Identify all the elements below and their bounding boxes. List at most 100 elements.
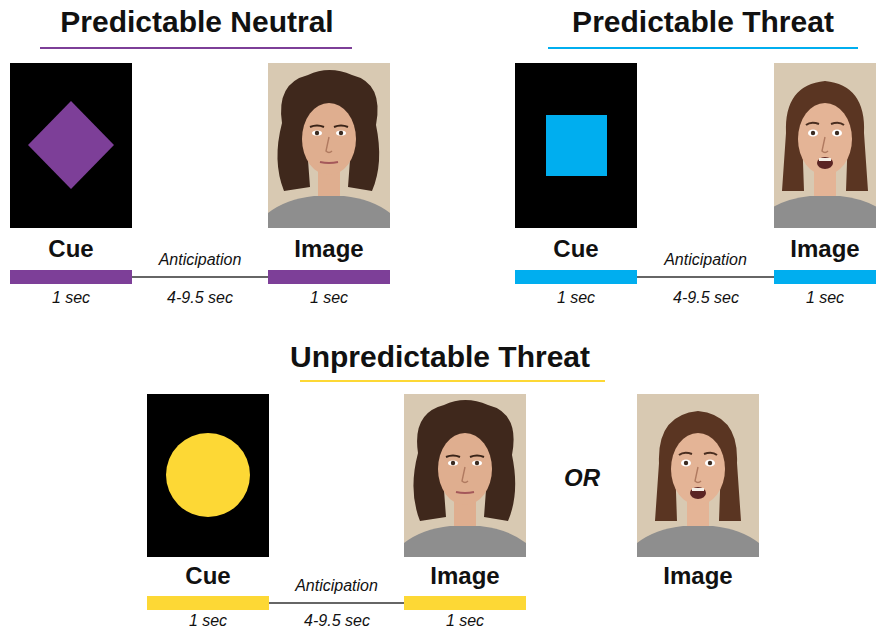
cue-diamond xyxy=(28,101,114,189)
brows xyxy=(310,126,348,128)
label-holder: 4-9.5 sec xyxy=(673,288,739,308)
panel-label: Image xyxy=(404,561,526,591)
brows xyxy=(446,456,484,458)
eye xyxy=(336,130,346,135)
face-photo xyxy=(774,63,876,228)
anticipation-line xyxy=(269,602,404,604)
duration-label: 4-9.5 sec xyxy=(304,611,370,631)
hair xyxy=(782,81,868,191)
cue-shape xyxy=(10,63,132,228)
cue-panel xyxy=(147,394,269,557)
face-photo xyxy=(637,394,759,557)
section-title: Unpredictable Threat xyxy=(290,339,590,375)
panel-label: Cue xyxy=(10,234,132,264)
photo-background xyxy=(637,394,759,557)
time-bar xyxy=(147,596,269,610)
label-holder: OR xyxy=(564,463,600,493)
mouth xyxy=(817,157,833,169)
panel-label: Image xyxy=(268,234,390,264)
hair xyxy=(413,400,515,521)
duration-label: 4-9.5 sec xyxy=(673,288,739,308)
face xyxy=(302,103,356,175)
panel-label: Cue xyxy=(515,234,637,264)
image-panel: Image xyxy=(637,394,759,591)
duration-label: 4-9.5 sec xyxy=(167,288,233,308)
nose xyxy=(695,467,701,483)
time-bar xyxy=(774,270,876,284)
title-underline xyxy=(40,47,352,49)
time-bar xyxy=(268,270,390,284)
label-holder: Anticipation xyxy=(157,250,244,270)
mouth xyxy=(456,492,474,493)
shirt xyxy=(774,196,876,228)
time-bar xyxy=(515,270,637,284)
iris xyxy=(339,131,343,135)
edge-label: Anticipation xyxy=(157,250,244,270)
eye xyxy=(705,459,715,466)
eye xyxy=(312,130,322,135)
teeth xyxy=(819,158,831,161)
face xyxy=(798,103,852,175)
iris xyxy=(315,131,319,135)
duration-label: 1 sec xyxy=(774,288,876,308)
title-underline xyxy=(300,380,605,382)
iris xyxy=(451,461,455,465)
face xyxy=(671,433,725,505)
panel-label: Image xyxy=(637,561,759,591)
cue-panel xyxy=(10,63,132,228)
edge-label: Anticipation xyxy=(293,576,380,596)
iris xyxy=(708,461,712,465)
label-holder: Predictable Neutral xyxy=(60,4,333,40)
shirt xyxy=(637,526,759,557)
title-underline xyxy=(548,47,858,49)
brows xyxy=(679,453,717,455)
hair xyxy=(655,411,741,521)
cue-panel: Cue 1 sec xyxy=(10,63,132,308)
photo-background xyxy=(774,63,876,228)
panel-label: Cue xyxy=(147,561,269,591)
face xyxy=(438,433,492,505)
shirt xyxy=(404,526,526,557)
eye xyxy=(832,129,842,136)
eye xyxy=(681,459,691,466)
label-holder: Anticipation xyxy=(293,576,380,596)
label-holder: Anticipation xyxy=(662,250,749,270)
face-photo xyxy=(268,63,390,228)
eye xyxy=(808,129,818,136)
mouth xyxy=(320,162,338,163)
anticipation-line xyxy=(637,276,774,278)
cue-panel: Cue 1 sec xyxy=(515,63,637,308)
image-panel: Image 1 sec xyxy=(268,63,390,308)
eye xyxy=(472,460,482,465)
iris xyxy=(835,131,839,135)
image-panel: Image1 sec xyxy=(404,394,526,630)
label-holder: Unpredictable Threat xyxy=(290,339,590,375)
nose xyxy=(462,467,468,483)
iris xyxy=(475,461,479,465)
brows xyxy=(806,123,844,125)
photo-background xyxy=(404,394,526,557)
cue-shape xyxy=(515,63,637,228)
iris xyxy=(811,131,815,135)
duration-label: 1 sec xyxy=(268,288,390,308)
face-photo xyxy=(404,394,526,557)
shirt xyxy=(268,196,390,228)
duration-label: 1 sec xyxy=(147,612,269,630)
time-bar xyxy=(404,596,526,610)
teeth xyxy=(692,488,704,491)
cue-panel: Cue 1 sec xyxy=(147,394,269,630)
cue-square xyxy=(546,115,607,176)
cue-circle xyxy=(166,433,250,517)
cue-shape xyxy=(147,394,269,557)
time-bar xyxy=(10,270,132,284)
image-panel: Image1 sec xyxy=(774,63,876,308)
iris xyxy=(684,461,688,465)
label-holder: Predictable Threat xyxy=(572,4,834,40)
duration-label: 1 sec xyxy=(515,288,637,308)
duration-label: 1 sec xyxy=(10,288,132,308)
or-label: OR xyxy=(564,463,600,493)
label-holder: 4-9.5 sec xyxy=(167,288,233,308)
eye xyxy=(448,460,458,465)
hair xyxy=(277,70,379,191)
